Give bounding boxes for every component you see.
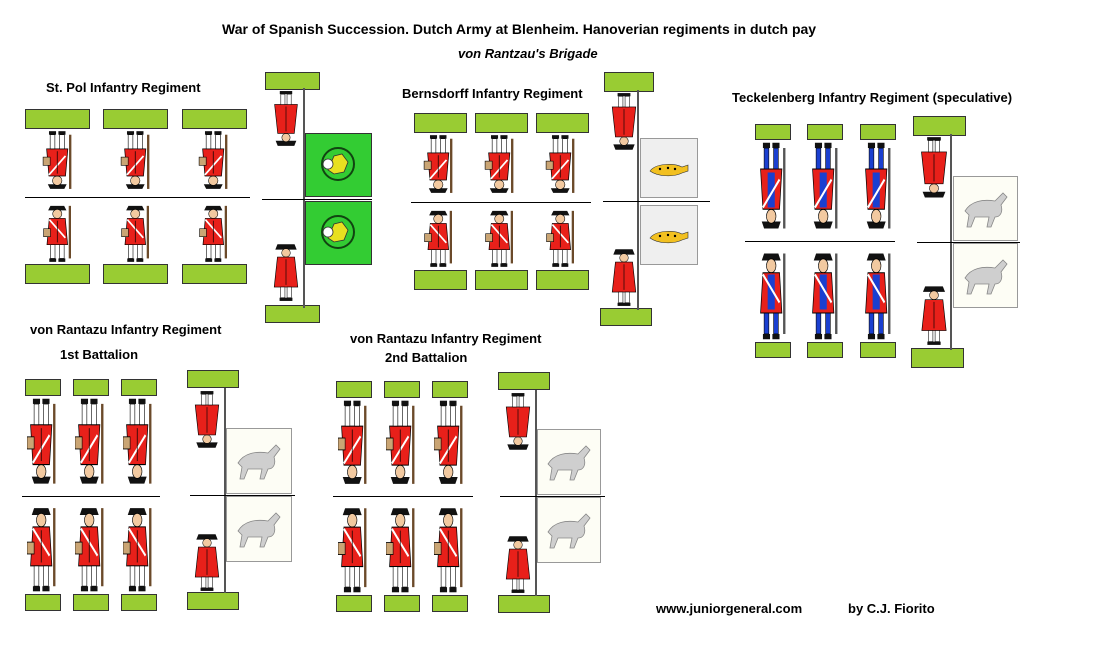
st-pol-soldier-icon (119, 130, 150, 191)
regiment-label-teckelenberg: Teckelenberg Infantry Regiment (speculat… (732, 90, 1013, 105)
teckelenberg-soldier-icon (863, 141, 892, 231)
rantzau-2nd-soldier-icon (386, 506, 415, 594)
bernsdorff-officer-icon (611, 248, 637, 307)
rantzau-2nd-soldier-icon (434, 399, 463, 486)
st-pol-soldier-icon (120, 204, 150, 263)
teckelenberg-officer-icon (920, 136, 948, 199)
rantzau-2nd-flag-icon (537, 497, 601, 563)
rantzau-1st-soldier-icon (75, 397, 104, 486)
bernsdorff-flag-icon (640, 138, 698, 198)
teckelenberg-soldier-icon (758, 251, 787, 341)
rantzau-2nd-soldier-icon (338, 506, 367, 594)
st-pol-soldier-icon (197, 130, 228, 191)
regiment-label-rantzau-2: von Rantazu Infantry Regiment (350, 331, 542, 346)
st-pol-officer-icon (273, 243, 299, 302)
rantzau-1st-officer-icon (194, 533, 220, 592)
st-pol-flag-icon (305, 201, 372, 265)
rantzau-1st-officer-icon (194, 390, 220, 449)
bernsdorff-soldier-icon (423, 209, 453, 268)
regiment-label-bernsdorff: Bernsdorff Infantry Regiment (402, 86, 583, 101)
rantzau-2nd-officer-icon (505, 392, 531, 451)
rantzau-1st-soldier-icon (27, 397, 56, 486)
bernsdorff-soldier-icon (483, 134, 514, 195)
st-pol-officer-icon (274, 90, 298, 147)
teckelenberg-soldier-icon (810, 141, 839, 231)
rantzau-2nd-soldier-icon (338, 399, 367, 486)
rantzau-1st-soldier-icon (27, 506, 56, 593)
teckelenberg-soldier-icon (810, 251, 839, 341)
regiment-label-rantzau-1: von Rantazu Infantry Regiment (30, 322, 222, 337)
bernsdorff-officer-icon (611, 92, 637, 151)
teckelenberg-flag-icon (953, 176, 1018, 241)
bernsdorff-soldier-icon (544, 134, 575, 195)
rantzau-1st-soldier-icon (75, 506, 104, 593)
brigade-subtitle: von Rantzau's Brigade (458, 46, 598, 61)
teckelenberg-officer-icon (921, 285, 947, 346)
bernsdorff-soldier-icon (484, 209, 514, 268)
rantzau-2nd-soldier-icon (434, 506, 463, 594)
rantzau-2nd-flag-icon (537, 429, 601, 495)
bernsdorff-soldier-icon (422, 134, 453, 195)
st-pol-soldier-icon (41, 130, 72, 191)
rantzau-1st-soldier-icon (123, 506, 152, 593)
bernsdorff-soldier-icon (545, 209, 574, 268)
teckelenberg-flag-icon (953, 243, 1018, 308)
website-link[interactable]: www.juniorgeneral.com (656, 601, 803, 616)
rantzau-1st-flag-icon (226, 496, 292, 562)
st-pol-soldier-icon (198, 204, 228, 263)
battalion-label-2nd: 2nd Battalion (385, 350, 468, 365)
rantzau-2nd-officer-icon (505, 535, 531, 594)
regiment-label-st-pol: St. Pol Infantry Regiment (46, 80, 201, 95)
page-title: War of Spanish Succession. Dutch Army at… (222, 21, 817, 37)
teckelenberg-soldier-icon (863, 251, 892, 341)
teckelenberg-soldier-icon (758, 141, 787, 231)
st-pol-soldier-icon (42, 204, 72, 263)
st-pol-flag-icon (305, 133, 372, 197)
bernsdorff-flag-icon (640, 205, 698, 265)
rantzau-1st-flag-icon (226, 428, 292, 494)
rantzau-2nd-soldier-icon (386, 399, 415, 486)
battalion-label-1st: 1st Battalion (60, 347, 139, 362)
author-credit: by C.J. Fiorito (848, 601, 935, 616)
rantzau-1st-soldier-icon (123, 397, 152, 486)
